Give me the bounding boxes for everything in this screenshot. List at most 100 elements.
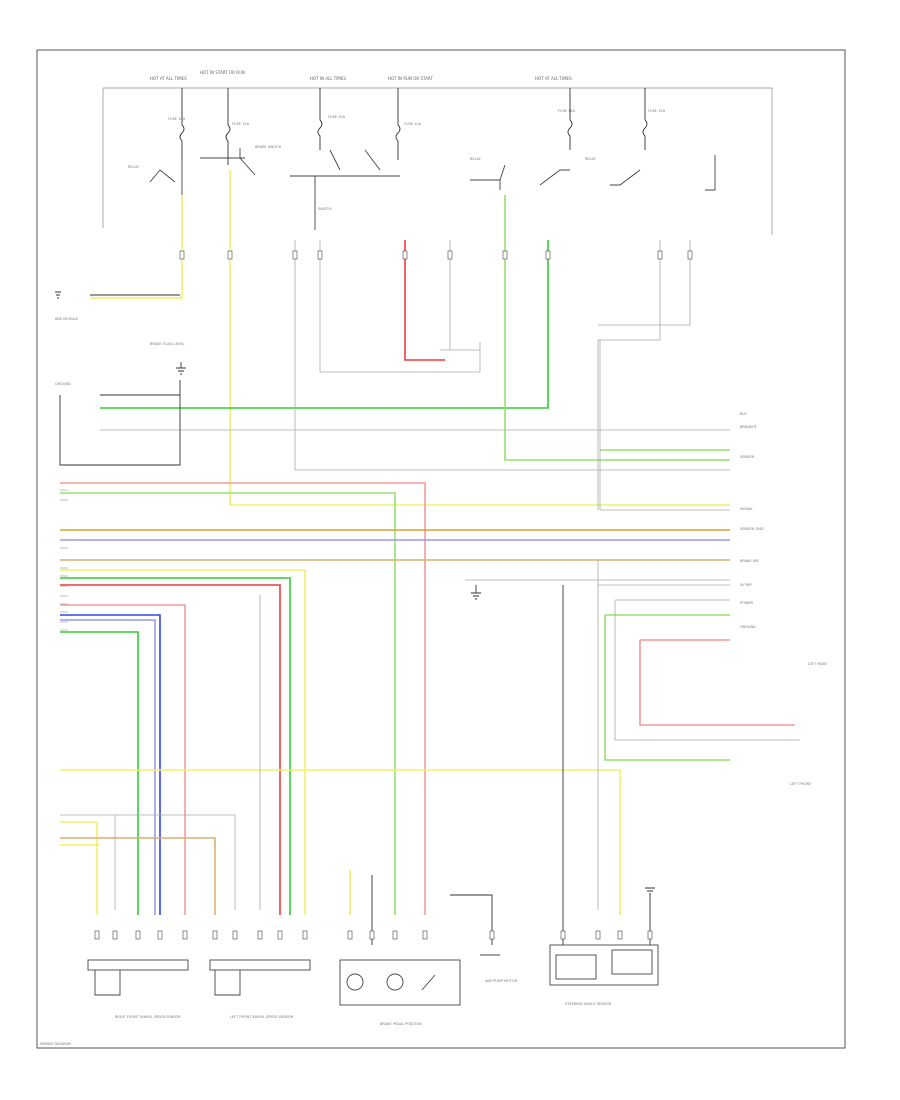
right-front-wheel-speed-sensor (87, 959, 189, 971)
wire-violet-15 (60, 619, 156, 915)
diagram-id: WIRING DIAGRAM (40, 1042, 71, 1046)
top-label-4: HOT IN RUN OR START (388, 76, 433, 81)
brake-pedal-position-sensor (339, 959, 461, 1006)
wire-yellow-20 (60, 821, 98, 915)
wire-light_green-3 (504, 195, 730, 461)
relay-switches: RELAY BRAKE SWITCH SWITCH RELAY RELAY (128, 145, 716, 230)
relay-label-2: BRAKE SWITCH (255, 145, 282, 149)
top-label-3: HOT IN ALL TIMES (310, 76, 346, 81)
ground-icon (176, 362, 186, 375)
wire-pink-18 (639, 639, 795, 726)
right-label-4: SIGNAL (740, 507, 753, 511)
connector-pin-1 (227, 250, 233, 260)
ground-icon (471, 585, 481, 600)
left-labels: ABS MODULE GROUND BRAKE FLUID LEVEL (55, 317, 185, 386)
left-front-wheel-speed-sensor (209, 959, 311, 971)
left-label-1: ABS MODULE (55, 317, 78, 321)
relay-label-4: RELAY (470, 157, 482, 161)
ground-symbols (55, 291, 655, 895)
connector-pin-22 (392, 930, 398, 940)
connector-pin-19 (302, 930, 308, 940)
bottom-components: RIGHT FRONT WHEEL SPEED SENSOR LEFT FRON… (87, 944, 659, 1026)
connector-pin-20 (347, 930, 353, 940)
wire-green-2 (100, 240, 549, 409)
wire-light_green-19 (604, 614, 730, 761)
steering-angle-sensor (549, 944, 659, 986)
gray-wires (60, 240, 800, 910)
wire-yellow-1 (229, 170, 730, 506)
connector-pin-17 (257, 930, 263, 940)
right-label-7: 5V REF (740, 583, 752, 587)
connector-pin-6 (502, 250, 508, 260)
right-label-9: GROUND (740, 625, 756, 629)
diagram-frame (36, 49, 846, 1049)
right-label-11: LEFT FRONT (790, 782, 812, 786)
relay-label-1: RELAY (128, 165, 140, 169)
component-label-2: LEFT FRONT WHEEL SPEED SENSOR (230, 1015, 294, 1019)
connector-pin-24 (489, 930, 495, 940)
wire-tan-21 (60, 837, 216, 915)
right-label-5: SENSOR GND (740, 527, 764, 531)
connector-pin-10 (94, 930, 100, 940)
relay-label-3: SWITCH (318, 207, 332, 211)
wire-yellow-0 (90, 195, 183, 299)
component-label-3: BRAKE PEDAL POSITION (380, 1022, 422, 1026)
right-label-1: BLK (740, 412, 747, 416)
connector-pin-14 (182, 930, 188, 940)
ground-icon (55, 291, 61, 299)
connector-pin-3 (317, 250, 323, 260)
connector-pin-4 (402, 250, 408, 260)
fuse-label-3: FUSE 10A (328, 115, 346, 119)
right-label-2: BRN/WHT (740, 425, 758, 429)
wire-pink-5 (60, 482, 426, 915)
connector-pin-12 (135, 930, 141, 940)
right-label-6: BRAKE SW (740, 559, 759, 563)
fuse-block: FUSE 10A FUSE 15A FUSE 10A FUSE 10A FUSE… (168, 88, 666, 165)
connector-pin-26 (595, 930, 601, 940)
fuse-label-2: FUSE 15A (232, 122, 250, 126)
connector-pin-25 (560, 930, 566, 940)
left-label-2: GROUND (55, 382, 71, 386)
connector-pin-7 (545, 250, 551, 260)
top-label-5: HOT AT ALL TIMES (535, 76, 572, 81)
wire-red-4 (404, 240, 445, 361)
connector-pin-15 (212, 930, 218, 940)
left-wire-stubs (60, 489, 68, 631)
wire-green-16 (60, 631, 139, 915)
connector-pin-27 (617, 930, 623, 940)
wire-yellow-17 (60, 769, 621, 915)
wire-green-11 (60, 577, 291, 915)
wire-light_green-6 (60, 492, 396, 915)
connector-pin-11 (112, 930, 118, 940)
right-label-3: SENSOR (740, 455, 755, 459)
wire-red-12 (60, 584, 281, 915)
connector-pin-28 (647, 930, 653, 940)
connector-pin-8 (657, 250, 663, 260)
fuse-label-5: FUSE 15A (558, 109, 576, 113)
left-label-3: BRAKE FLUID LEVEL (150, 342, 185, 346)
top-label-1: HOT AT ALL TIMES (150, 76, 187, 81)
dark-wires (59, 294, 651, 945)
fuse-label-6: FUSE 15A (648, 109, 666, 113)
connector-pin-13 (157, 930, 163, 940)
connector-pin-23 (422, 930, 428, 940)
ground-icon (645, 887, 655, 895)
component-label-5: STEERING ANGLE SENSOR (565, 1002, 612, 1006)
connector-pin-5 (447, 250, 453, 260)
fuse-label-1: FUSE 10A (168, 117, 186, 121)
connector-pin-18 (277, 930, 283, 940)
component-label-4: ABS PUMP MOTOR (485, 979, 518, 983)
wire-pink-13 (60, 604, 186, 915)
connector-pin-2 (292, 250, 298, 260)
right-label-8: POWER (740, 601, 754, 605)
connector-pin-21 (369, 930, 375, 940)
right-label-10: LEFT REAR (808, 662, 827, 666)
fuse-label-4: FUSE 10A (404, 122, 422, 126)
connector-pin-0 (179, 250, 185, 260)
relay-label-5: RELAY (585, 157, 597, 161)
right-labels: BLK BRN/WHT SENSOR SIGNAL SENSOR GND BRA… (740, 412, 827, 786)
wire-harness (60, 170, 795, 915)
wire-yellow-10 (60, 569, 306, 915)
connector-pin-9 (687, 250, 693, 260)
